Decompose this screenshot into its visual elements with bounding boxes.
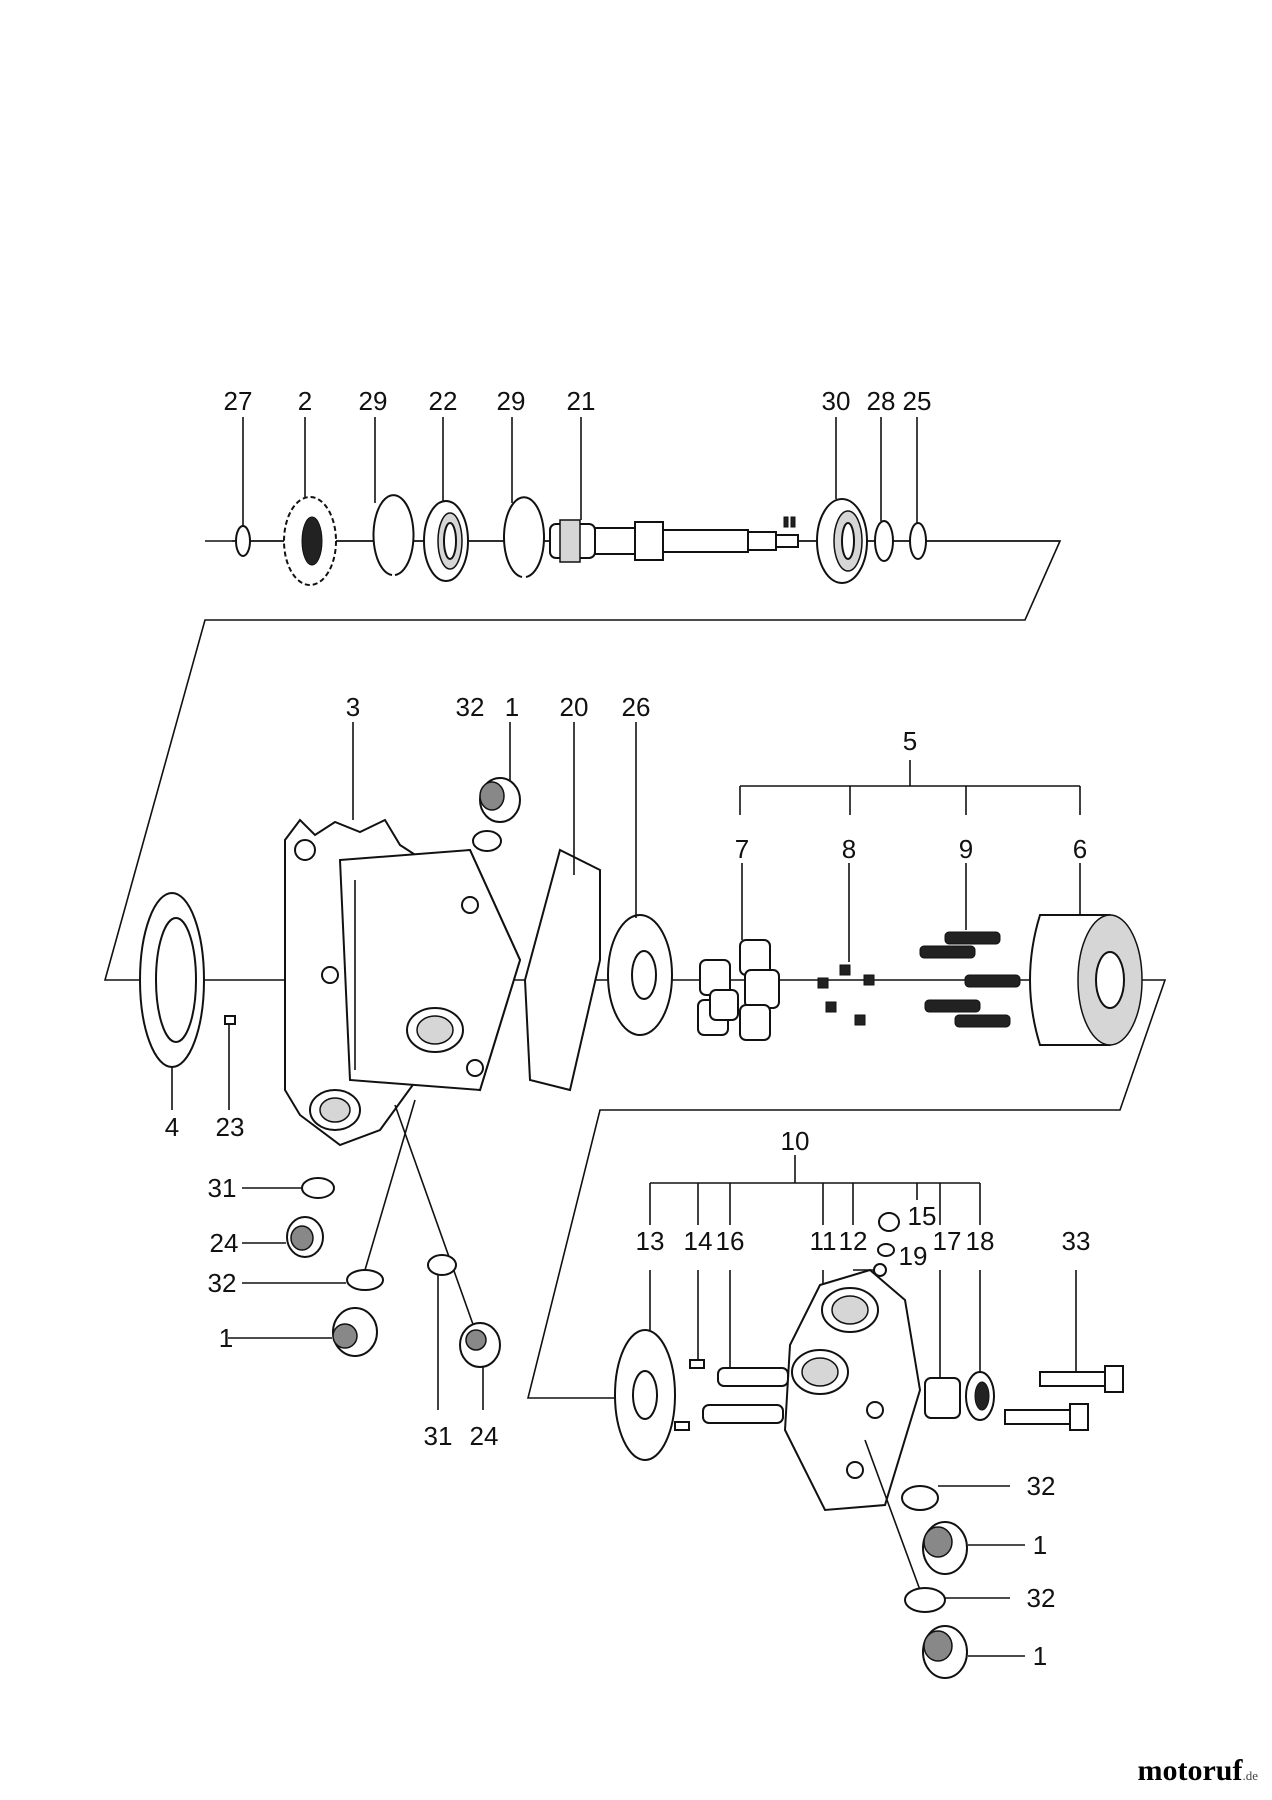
- bracket-10: [649, 1155, 981, 1225]
- sleeves-17-18: [924, 1270, 995, 1421]
- valve-parts-12-15-19: [853, 1212, 900, 1277]
- label-1c: 1: [1033, 1530, 1047, 1560]
- label-14: 14: [684, 1226, 713, 1256]
- leaders-top: [242, 417, 918, 526]
- label-1d: 1: [1033, 1641, 1047, 1671]
- label-17: 17: [933, 1226, 962, 1256]
- gasket-20: [523, 848, 601, 1092]
- label-28: 28: [867, 386, 896, 416]
- label-7: 7: [735, 834, 749, 864]
- label-33: 33: [1062, 1226, 1091, 1256]
- springs-9: [919, 931, 1021, 1028]
- label-32d: 32: [1027, 1583, 1056, 1613]
- valve-plate-13: [614, 1270, 676, 1461]
- label-31b: 31: [424, 1421, 453, 1451]
- o-ring-31-right: [427, 1254, 457, 1276]
- label-10: 10: [781, 1126, 810, 1156]
- watermark-logo: motoruf.de: [1137, 1754, 1258, 1788]
- label-13: 13: [636, 1226, 665, 1256]
- bracket-5: [739, 760, 1081, 962]
- label-9: 9: [959, 834, 973, 864]
- label-3: 3: [346, 692, 360, 722]
- label-2: 2: [298, 386, 312, 416]
- gear-2: [283, 496, 337, 586]
- label-1a: 1: [505, 692, 519, 722]
- label-32b: 32: [208, 1268, 237, 1298]
- watermark-name: motoruf: [1137, 1754, 1243, 1787]
- housing-3: [284, 818, 522, 1147]
- pin-23: [224, 1015, 236, 1025]
- label-21: 21: [567, 386, 596, 416]
- label-24b: 24: [470, 1421, 499, 1451]
- cylinder-block-6: [1029, 914, 1143, 1046]
- circlip-29-left: [372, 494, 415, 576]
- plug-1-top: [479, 777, 521, 823]
- bolts-33: [1004, 1270, 1124, 1431]
- o-ring-32-top: [472, 830, 502, 852]
- label-32a: 32: [456, 692, 485, 722]
- plug-1-left: [332, 1307, 378, 1357]
- plug-24-left: [286, 1216, 324, 1258]
- label-11: 11: [810, 1226, 837, 1256]
- snap-ring-27: [235, 525, 251, 557]
- label-19: 19: [899, 1241, 928, 1271]
- part-labels: 27 2 29 22 29 21 30 28 25 3 32 1 20 26 5…: [165, 386, 1091, 1671]
- label-5: 5: [903, 726, 917, 756]
- watermark-domain: .de: [1242, 1768, 1258, 1783]
- label-22: 22: [429, 386, 458, 416]
- circlip-29-right: [503, 496, 545, 578]
- label-29b: 29: [497, 386, 526, 416]
- label-15: 15: [908, 1201, 937, 1231]
- ring-28: [874, 520, 894, 562]
- label-6: 6: [1073, 834, 1087, 864]
- label-31a: 31: [208, 1173, 237, 1203]
- label-16: 16: [716, 1226, 745, 1256]
- label-18: 18: [966, 1226, 995, 1256]
- label-4: 4: [165, 1112, 179, 1142]
- shaft-21: [549, 516, 799, 563]
- label-27: 27: [224, 386, 253, 416]
- label-1b: 1: [219, 1323, 233, 1353]
- spring-seats-8: [817, 964, 875, 1026]
- label-24a: 24: [210, 1228, 239, 1258]
- leaders-middle: [171, 722, 637, 1110]
- label-23: 23: [216, 1112, 245, 1142]
- bearing-22: [423, 500, 469, 582]
- label-32c: 32: [1027, 1471, 1056, 1501]
- label-30: 30: [822, 386, 851, 416]
- o-ring-32-left: [346, 1269, 384, 1291]
- label-25: 25: [903, 386, 932, 416]
- label-8: 8: [842, 834, 856, 864]
- thrust-washer-4: [139, 892, 205, 1068]
- label-26: 26: [622, 692, 651, 722]
- lower-left-fittings: [228, 1099, 501, 1410]
- washer-26: [607, 914, 673, 1036]
- shaft-assembly: [235, 494, 927, 586]
- ring-25: [909, 522, 927, 560]
- pins-14-16: [674, 1270, 789, 1431]
- plug-24-right: [459, 1322, 501, 1368]
- o-ring-31-left: [301, 1177, 335, 1199]
- piston-set-7: [697, 939, 780, 1041]
- end-cap-11: [783, 1268, 922, 1512]
- label-12: 12: [839, 1226, 868, 1256]
- label-20: 20: [560, 692, 589, 722]
- lower-right-fittings: [864, 1439, 1025, 1679]
- bearing-30: [816, 498, 868, 584]
- label-29a: 29: [359, 386, 388, 416]
